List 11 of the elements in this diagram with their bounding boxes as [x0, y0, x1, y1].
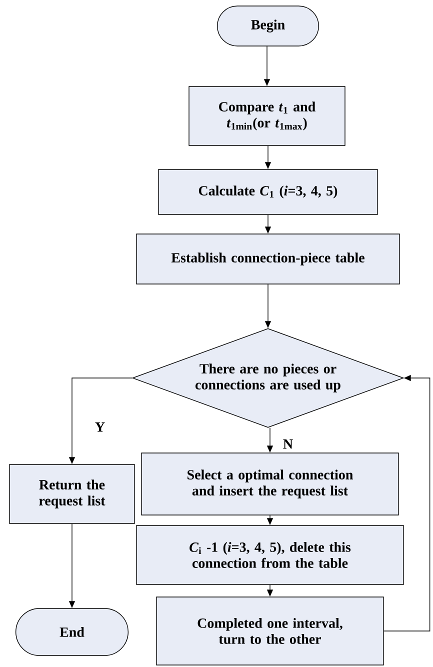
- process-box: Completed one interval, turn to the other: [156, 596, 384, 666]
- process-box: Establish connection-piece table: [136, 234, 400, 284]
- terminal-box: End: [15, 608, 129, 656]
- process-box: C$_{i}$ -1 (i=3, 4, 5), delete this connection from the table: [136, 525, 404, 585]
- process-box: Return the request list: [9, 464, 135, 524]
- terminal-box: Begin: [216, 6, 320, 46]
- process-box: Compare t$_{1}$ and t$_{1min}$(or t$_{1max}$): [188, 86, 346, 146]
- process-box: Select a optimal connection and insert the request list: [141, 452, 399, 516]
- edge-label: Y: [94, 421, 106, 433]
- process-box: Calculate C$_{1}$ (i=3, 4, 5): [158, 169, 378, 215]
- edge-label: N: [282, 438, 294, 450]
